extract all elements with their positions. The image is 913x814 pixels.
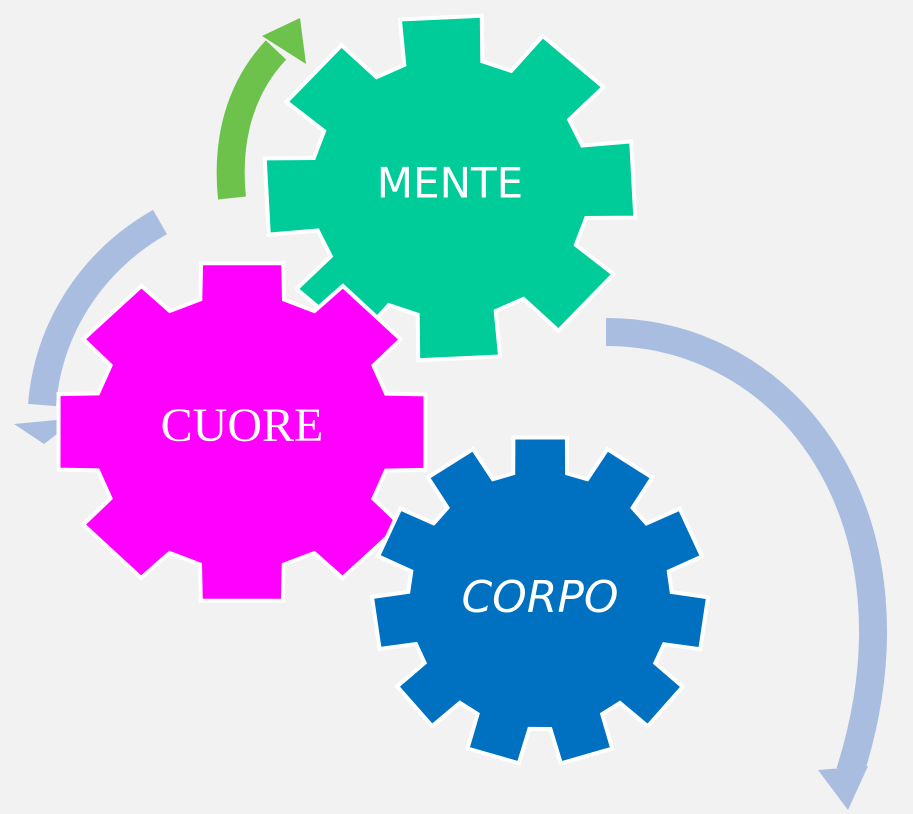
gear-corpo-label: CORPO [461,572,618,623]
arrow-blue-right [605,318,887,810]
gear-cuore: CUORE [56,261,428,603]
gear-cuore-label: CUORE [161,399,324,452]
gear-corpo: CORPO [369,435,711,766]
arrow-blue-right-shaft [605,318,887,777]
arrow-green-up [216,18,306,200]
arrow-blue-left-shaft [28,209,168,407]
gear-mente: MENTE [262,13,638,363]
arrow-blue-right-head [818,766,868,810]
gear-corpo-shape [369,435,711,766]
gear-mente-shape [262,13,638,363]
arrow-green-head [262,18,306,64]
gear-mente-label: MENTE [377,159,523,208]
arrow-green-shaft [216,40,287,200]
gear-cuore-shape [56,261,428,603]
